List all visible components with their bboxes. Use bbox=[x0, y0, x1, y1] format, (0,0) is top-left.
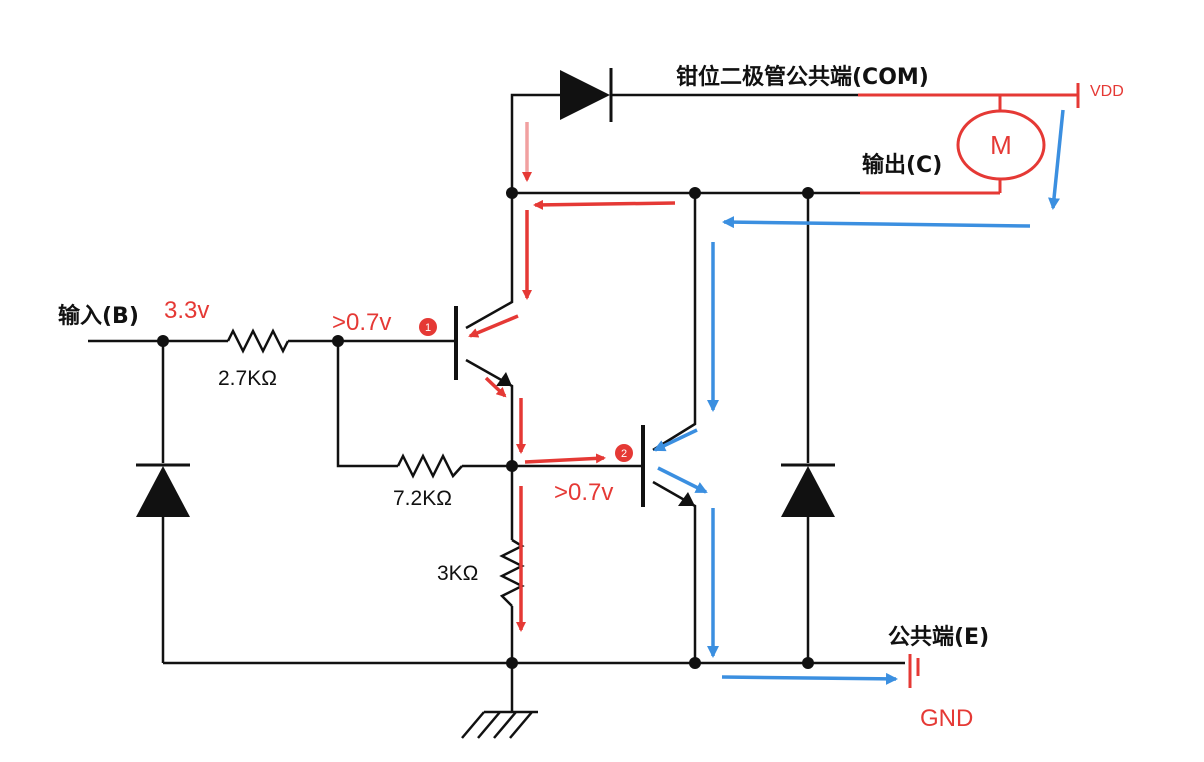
arrow-blue bbox=[653, 428, 698, 452]
arrow-red bbox=[484, 376, 507, 398]
input-voltage-label: 3.3v bbox=[164, 297, 209, 324]
resistor-2-7k bbox=[226, 328, 290, 354]
arrow-red bbox=[468, 314, 519, 338]
r3-label: 3KΩ bbox=[437, 562, 478, 585]
transistor-q1 bbox=[454, 306, 512, 386]
clamp-com-label: 钳位二极管公共端(COM) bbox=[676, 64, 929, 90]
junction-dots bbox=[157, 187, 814, 669]
clamp-diode-top bbox=[560, 68, 613, 122]
arrow-blue bbox=[721, 672, 898, 685]
gnd-label: GND bbox=[920, 705, 973, 732]
transistor-q2 bbox=[641, 425, 695, 507]
vdd-label: VDD bbox=[1090, 83, 1124, 100]
input-diode bbox=[136, 463, 190, 517]
vbe2-label: >0.7v bbox=[554, 479, 613, 506]
blue-current-arrows bbox=[653, 109, 1065, 685]
svg-text:1: 1 bbox=[425, 322, 431, 334]
resistor-7-2k bbox=[396, 453, 463, 479]
svg-text:2: 2 bbox=[621, 448, 627, 460]
motor-circle bbox=[956, 109, 1046, 181]
clamp-diode-right bbox=[781, 463, 835, 517]
r2-label: 7.2KΩ bbox=[393, 487, 452, 510]
common-label: 公共端(E) bbox=[888, 625, 989, 650]
vbe1-label: >0.7v bbox=[332, 309, 391, 336]
ground-symbol bbox=[461, 710, 538, 739]
motor-label: M bbox=[990, 130, 1012, 160]
resistor-3k bbox=[499, 538, 525, 607]
motor-wiring bbox=[858, 83, 1080, 195]
arrow-red bbox=[524, 453, 606, 464]
arrow-red bbox=[533, 199, 676, 210]
gnd-terminal bbox=[908, 654, 920, 688]
badge-2: 2 bbox=[615, 444, 633, 462]
output-label: 输出(C) bbox=[862, 152, 942, 178]
wiring bbox=[88, 93, 905, 712]
input-label: 输入(B) bbox=[58, 303, 139, 329]
arrow-blue bbox=[722, 216, 1031, 229]
badge-1: 1 bbox=[419, 318, 437, 336]
r1-label: 2.7KΩ bbox=[218, 367, 277, 390]
arrow-blue bbox=[1048, 109, 1065, 210]
red-current-arrows bbox=[468, 122, 676, 632]
arrow-blue bbox=[657, 466, 708, 494]
